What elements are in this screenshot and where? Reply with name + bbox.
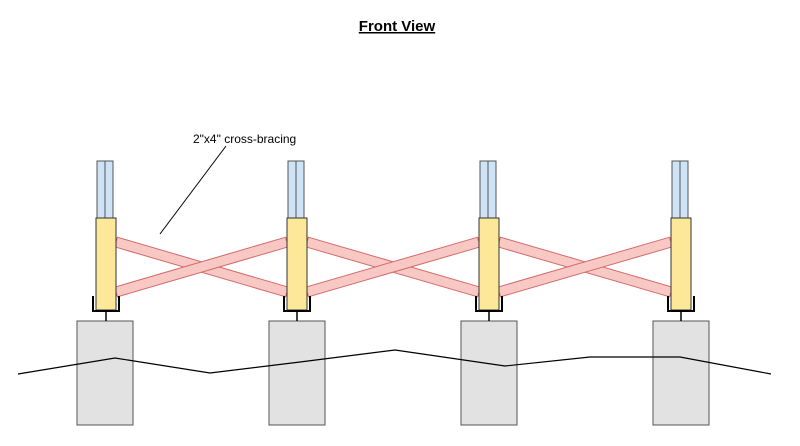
upper-post-left-1	[96, 160, 106, 220]
concrete-footing-4	[652, 320, 710, 426]
concrete-footing-1	[76, 320, 134, 426]
ground-line	[17, 349, 772, 375]
wood-post-2	[286, 217, 308, 311]
callout-label: 2"x4" cross-bracing	[193, 132, 296, 146]
cross-bracing-group	[113, 236, 674, 298]
upper-post-right-4	[679, 160, 689, 220]
upper-post-right-1	[104, 160, 114, 220]
upper-post-right-2	[295, 160, 305, 220]
post-assembly-4	[667, 160, 695, 321]
diagram-title: Front View	[359, 18, 436, 35]
upper-post-left-3	[479, 160, 489, 220]
upper-post-right-3	[487, 160, 497, 220]
wood-post-1	[95, 217, 117, 311]
upper-post-left-4	[671, 160, 681, 220]
callout-leader-line	[159, 145, 227, 235]
concrete-footing-3	[460, 320, 518, 426]
wood-post-4	[670, 217, 692, 311]
post-assembly-2	[283, 160, 311, 321]
posts-group	[92, 160, 695, 321]
wood-post-3	[478, 217, 500, 311]
post-assembly-3	[475, 160, 503, 321]
upper-post-left-2	[287, 160, 297, 220]
footings-group	[76, 320, 710, 426]
concrete-footing-2	[268, 320, 326, 426]
post-assembly-1	[92, 160, 120, 321]
